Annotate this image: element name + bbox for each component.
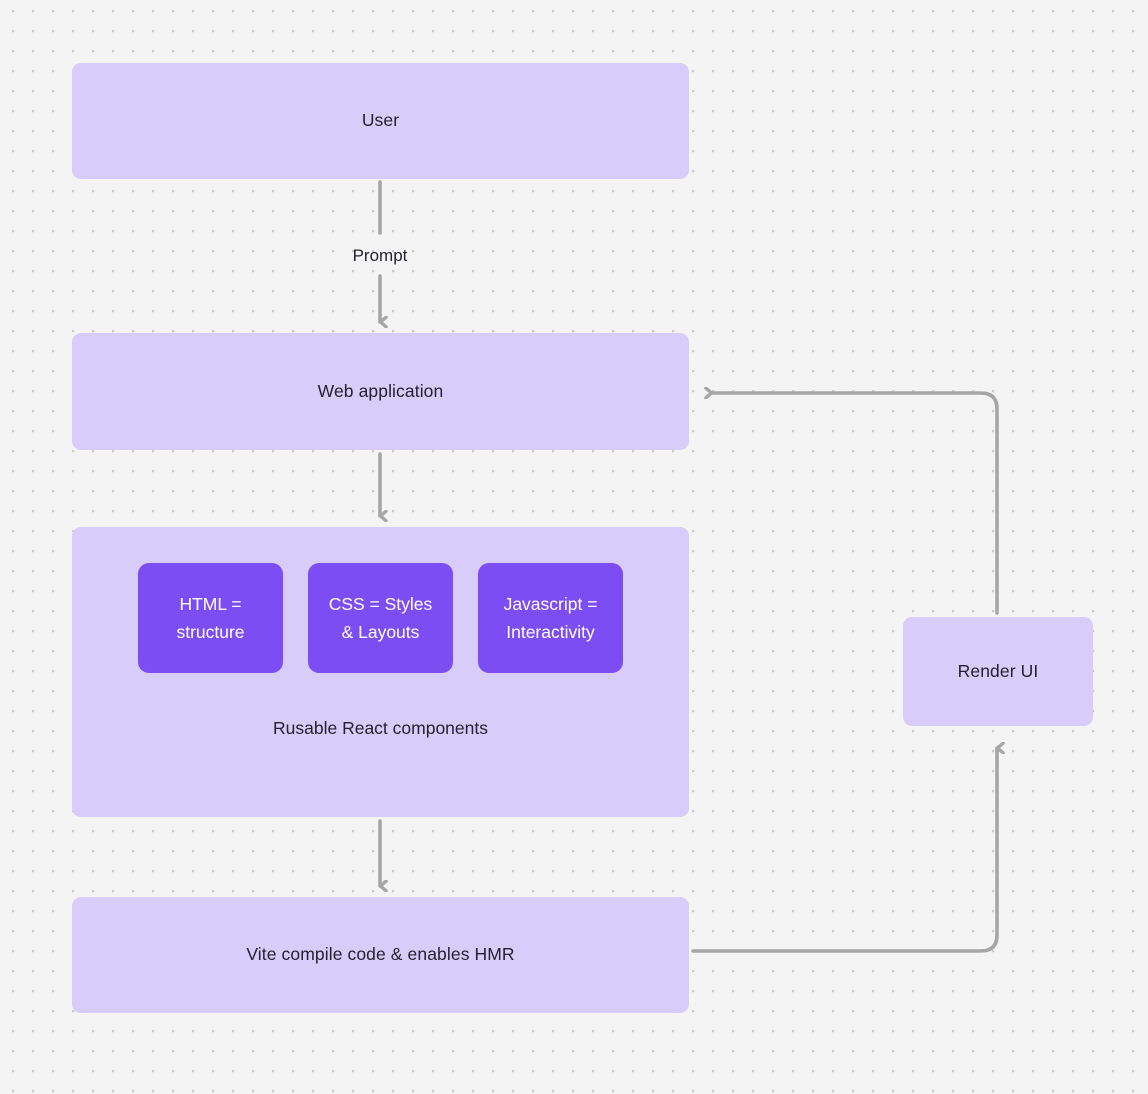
node-vite-compile[interactable]: Vite compile code & enables HMR <box>72 897 689 1013</box>
node-web-application[interactable]: Web application <box>72 333 689 450</box>
edge-label-prompt: Prompt <box>352 246 408 265</box>
chip-row: HTML = structure CSS = Styles & Layouts … <box>138 563 623 673</box>
node-react-components[interactable]: HTML = structure CSS = Styles & Layouts … <box>72 527 689 817</box>
edge-vite-to-render <box>691 748 997 953</box>
chip-javascript[interactable]: Javascript = Interactivity <box>478 563 623 673</box>
chip-javascript-line1: Javascript = <box>503 593 598 614</box>
chip-html-line2: structure <box>176 622 245 642</box>
chip-html-line1: HTML = <box>179 593 242 614</box>
node-vite-compile-label: Vite compile code & enables HMR <box>246 944 515 965</box>
edge-render-to-webapp <box>712 393 999 615</box>
node-web-application-label: Web application <box>317 380 444 401</box>
node-user-label: User <box>361 110 400 131</box>
chip-css-line1: CSS = Styles <box>328 593 433 614</box>
chip-javascript-line2: Interactivity <box>506 622 595 642</box>
node-render-ui-label: Render UI <box>957 660 1039 681</box>
node-render-ui[interactable]: Render UI <box>903 617 1093 726</box>
node-react-components-caption: Rusable React components <box>273 718 488 738</box>
chip-css-line2: & Layouts <box>341 622 420 642</box>
node-user[interactable]: User <box>72 63 689 179</box>
chip-html[interactable]: HTML = structure <box>138 563 283 673</box>
chip-css[interactable]: CSS = Styles & Layouts <box>308 563 453 673</box>
